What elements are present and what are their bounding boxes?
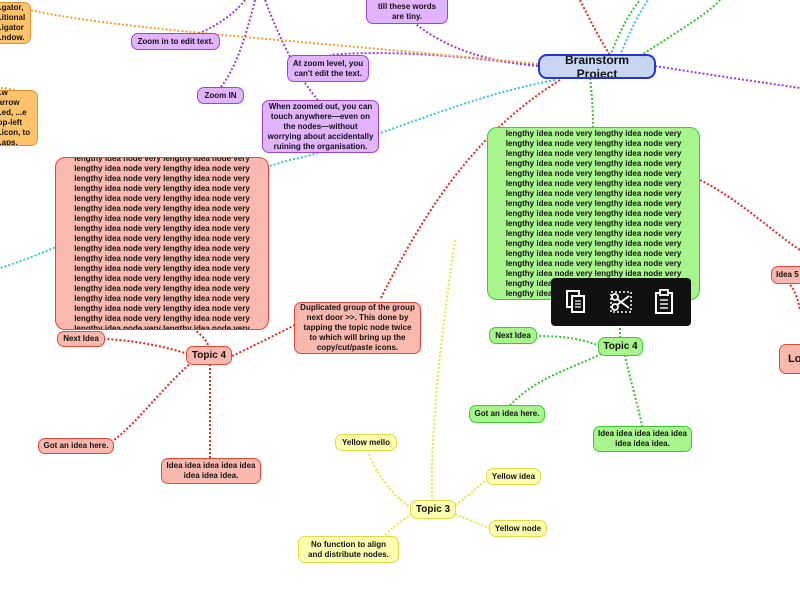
- link-red: [231, 324, 296, 357]
- link-green: [639, 0, 721, 57]
- link-purple: [219, 0, 256, 89]
- link-yellow: [367, 451, 413, 509]
- link-cyan: [619, 0, 649, 57]
- link-red: [789, 284, 800, 311]
- link-green: [624, 354, 643, 427]
- link-green: [609, 0, 641, 57]
- link-cyan: [0, 79, 556, 269]
- link-yellow: [454, 513, 491, 529]
- link-purple: [654, 65, 800, 89]
- link-red: [194, 329, 209, 346]
- link-purple: [264, 0, 319, 101]
- topic-node-red[interactable]: Topic 4: [186, 346, 232, 365]
- idea-node-no-function[interactable]: No function to align and distribute node…: [298, 536, 399, 563]
- link-orange: [0, 87, 31, 96]
- idea-node-arrow[interactable]: ...w (arrow ...ed, ...e top-left ...icon…: [0, 90, 38, 146]
- link-red: [113, 361, 193, 441]
- idea-node-red-got-idea[interactable]: Got an idea here.: [38, 438, 114, 454]
- idea-node-navigator[interactable]: ...gator, ...itional ...igator ...ndow.: [0, 2, 31, 44]
- link-purple: [179, 0, 246, 41]
- topic-node-lo[interactable]: Lo: [779, 344, 800, 374]
- link-yellow: [454, 477, 489, 506]
- idea-node-zoom-level[interactable]: At zoom level, you can't edit the text.: [287, 55, 369, 82]
- idea-node-duplicated-group[interactable]: Duplicated group of the group next door …: [294, 302, 421, 354]
- edit-toolbar: [551, 278, 691, 326]
- link-red: [699, 179, 800, 251]
- topic-node-yellow[interactable]: Topic 3: [410, 500, 456, 519]
- link-green: [589, 77, 594, 129]
- cut-button[interactable]: [606, 287, 636, 317]
- link-red: [579, 0, 611, 56]
- paste-icon: [655, 289, 673, 314]
- idea-node-zoom-in[interactable]: Zoom IN: [197, 87, 244, 104]
- link-yellow: [379, 513, 413, 541]
- idea-node-green-lengthy[interactable]: Very lengthy idea node very lengthy idea…: [487, 127, 700, 300]
- idea-node-red-idea-idea[interactable]: Idea idea idea idea idea idea idea idea.: [161, 458, 261, 484]
- idea-node-zoom-out-words[interactable]: This can zoom out till these words are t…: [366, 0, 448, 24]
- link-purple: [329, 52, 539, 67]
- idea-node-green-next-idea[interactable]: Next Idea: [489, 327, 537, 344]
- paste-button[interactable]: [649, 287, 679, 317]
- idea-node-yellow-node[interactable]: Yellow node: [489, 520, 547, 537]
- link-green: [509, 351, 606, 406]
- link-orange: [29, 9, 539, 65]
- link-red: [379, 79, 561, 301]
- link-yellow: [430, 239, 456, 501]
- copy-button[interactable]: [561, 287, 591, 317]
- central-topic-node[interactable]: Brainstorm Project: [538, 54, 656, 79]
- idea-node-zoom-in-edit[interactable]: Zoom in to edit text.: [131, 33, 220, 50]
- idea-node-yellow-mello[interactable]: Yellow mello: [335, 434, 397, 451]
- idea-node-yellow-idea[interactable]: Yellow idea: [486, 468, 541, 485]
- cut-icon: [610, 291, 632, 313]
- idea-node-idea5[interactable]: Idea 5: [771, 266, 800, 284]
- idea-node-touch-anywhere[interactable]: When zoomed out, you can touch anywhere—…: [262, 100, 379, 153]
- idea-node-green-idea-idea[interactable]: Idea idea idea idea idea idea idea idea.: [593, 426, 692, 452]
- idea-node-red-lengthy[interactable]: Very lengthy idea node very lengthy idea…: [55, 157, 269, 330]
- idea-node-green-got-idea[interactable]: Got an idea here.: [469, 405, 545, 423]
- link-green: [535, 335, 601, 347]
- link-red: [103, 338, 189, 355]
- copy-icon: [566, 290, 585, 313]
- idea-node-red-next-idea[interactable]: Next Idea: [57, 331, 105, 347]
- topic-node-green[interactable]: Topic 4: [598, 337, 643, 356]
